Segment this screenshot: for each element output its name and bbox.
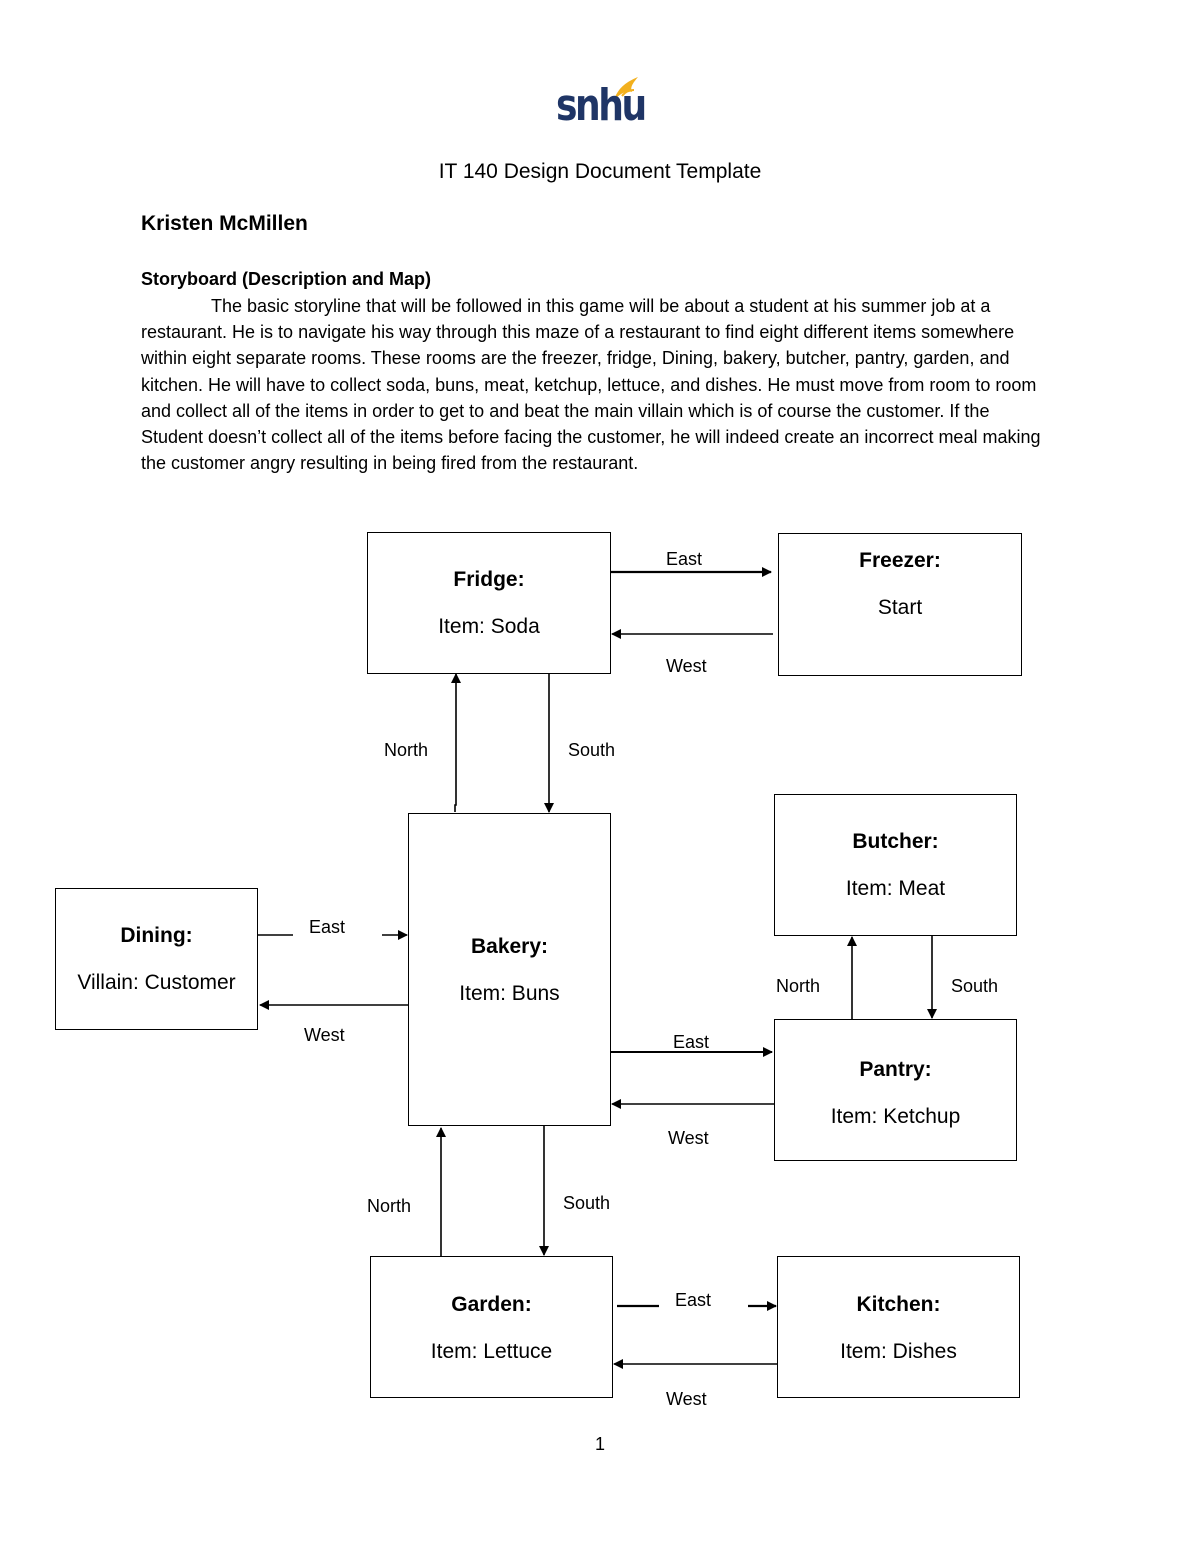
room-butcher: Butcher: Item: Meat [774, 794, 1017, 936]
section-heading: Storyboard (Description and Map) [141, 269, 432, 289]
logo-text: snhu [556, 80, 647, 131]
room-garden: Garden: Item: Lettuce [370, 1256, 613, 1398]
room-item: Villain: Customer [77, 971, 236, 994]
room-name: Garden: [451, 1293, 532, 1316]
room-item: Item: Ketchup [830, 1105, 961, 1128]
room-name: Butcher: [852, 830, 939, 853]
page-number: 1 [594, 1434, 605, 1454]
room-item: Item: Buns [459, 982, 560, 1005]
label-bakery-dining-west: West [304, 1025, 345, 1045]
room-freezer: Freezer: Start [778, 533, 1022, 676]
label-pantry-butcher-north: North [776, 976, 821, 996]
label-dining-bakery-east: East [309, 917, 346, 937]
author-name: Kristen McMillen [141, 212, 308, 235]
storyline-paragraph: The basic storyline that will be followe… [141, 296, 1041, 474]
room-name: Freezer: [859, 549, 941, 572]
room-name: Pantry: [859, 1058, 932, 1081]
label-bakery-fridge-north: North [384, 740, 429, 760]
room-name: Dining: [120, 924, 193, 947]
label-bakery-pantry-east: East [673, 1032, 710, 1052]
label-fridge-bakery-south: South [568, 740, 616, 760]
room-fridge: Fridge: Item: Soda [367, 532, 611, 674]
room-item: Item: Soda [438, 615, 540, 638]
label-garden-bakery-north: North [367, 1196, 412, 1216]
room-item: Item: Lettuce [430, 1340, 553, 1363]
room-name: Bakery: [470, 935, 549, 958]
room-item: Start [877, 596, 923, 619]
label-garden-kitchen-east: East [675, 1290, 712, 1310]
label-fridge-freezer-east: East [666, 549, 703, 569]
room-name: Kitchen: [856, 1293, 941, 1316]
flame-icon [614, 77, 638, 100]
room-item: Item: Dishes [840, 1340, 957, 1363]
label-bakery-garden-south: South [563, 1193, 611, 1213]
snhu-logo: snhu [552, 70, 647, 136]
room-pantry: Pantry: Item: Ketchup [774, 1019, 1017, 1161]
room-kitchen: Kitchen: Item: Dishes [777, 1256, 1020, 1398]
room-dining: Dining: Villain: Customer [55, 888, 258, 1030]
label-pantry-bakery-west: West [668, 1128, 709, 1148]
room-item: Item: Meat [845, 877, 946, 900]
arrow-bakery-fridge-north [451, 673, 461, 812]
room-name: Fridge: [453, 568, 525, 591]
label-freezer-fridge-west: West [666, 656, 707, 676]
room-bakery: Bakery: Item: Buns [408, 813, 611, 1126]
document-title: IT 140 Design Document Template [438, 160, 762, 183]
label-butcher-pantry-south: South [951, 976, 999, 996]
label-kitchen-garden-west: West [666, 1389, 707, 1409]
